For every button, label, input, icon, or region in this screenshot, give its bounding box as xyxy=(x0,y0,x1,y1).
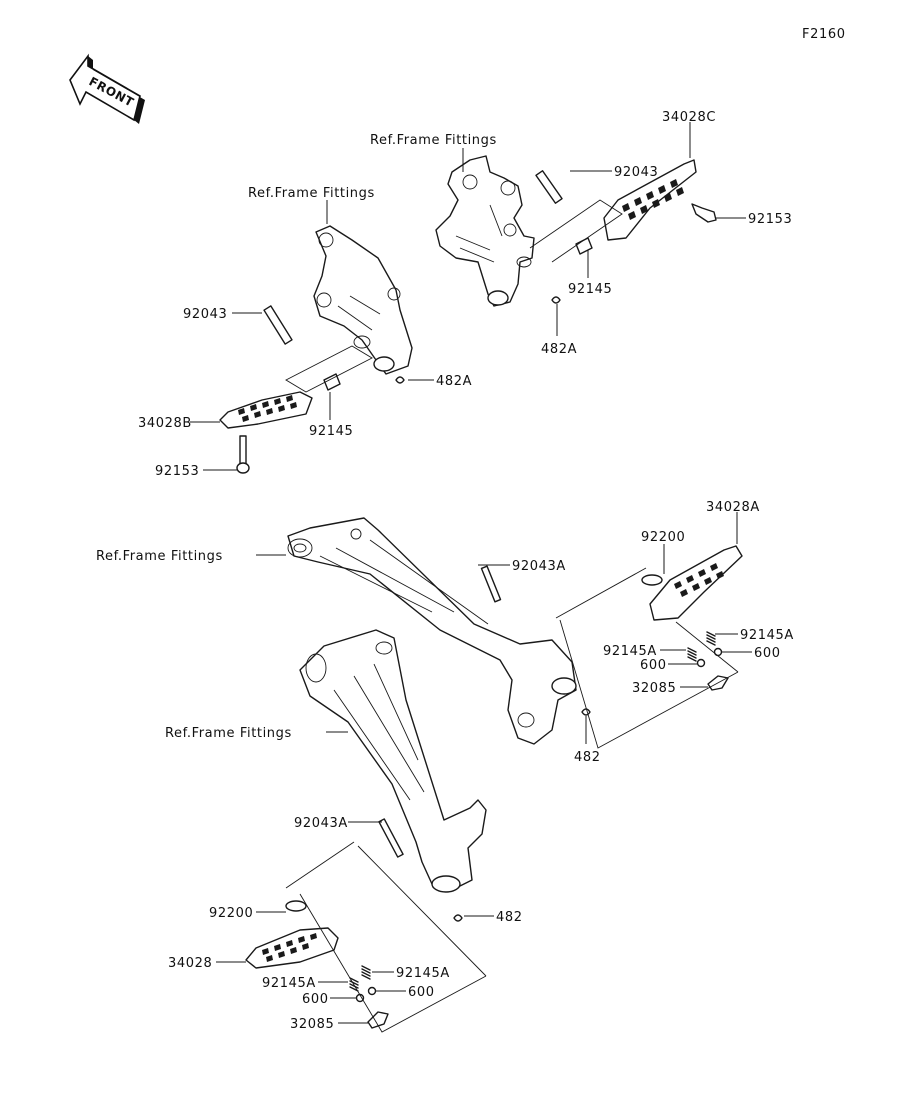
label-482A-right: 482A xyxy=(541,342,577,357)
label-92043A-right: 92043A xyxy=(512,559,566,574)
bolt-92153-right xyxy=(691,203,717,223)
label-600-left-1: 600 xyxy=(302,992,329,1007)
label-34028C: 34028C xyxy=(662,110,716,125)
clip-482A-right xyxy=(551,296,561,304)
label-600-left-2: 600 xyxy=(408,985,435,1000)
washer-92200-right xyxy=(641,574,663,586)
pin-92043A-right xyxy=(480,565,502,603)
label-ref-frame-2: Ref.Frame Fittings xyxy=(248,186,375,201)
label-ref-frame-1: Ref.Frame Fittings xyxy=(370,133,497,148)
spring-92145A-right-1 xyxy=(706,631,716,646)
lower-right-bracket xyxy=(287,517,577,745)
label-32085-right: 32085 xyxy=(632,681,676,696)
label-ref-frame-4: Ref.Frame Fittings xyxy=(165,726,292,741)
label-92153-right: 92153 xyxy=(748,212,792,227)
footpeg-34028 xyxy=(245,927,339,969)
spring-92145A-left-2 xyxy=(361,965,371,980)
label-34028B: 34028B xyxy=(138,416,192,431)
label-600-right-1: 600 xyxy=(640,658,667,673)
pin-92043A-left xyxy=(378,818,404,858)
label-92145A-right-2: 92145A xyxy=(740,628,794,643)
label-482A-left: 482A xyxy=(436,374,472,389)
label-92145A-left-2: 92145A xyxy=(396,966,450,981)
label-92145-left: 92145 xyxy=(309,424,353,439)
label-92145A-left-1: 92145A xyxy=(262,976,316,991)
clip-482-right xyxy=(581,708,591,716)
footpeg-34028A xyxy=(649,545,743,621)
front-arrow-icon: FRONT xyxy=(69,53,145,124)
ball-600-left-2 xyxy=(367,986,377,996)
lower-left-bracket xyxy=(299,629,487,893)
label-92043-right: 92043 xyxy=(614,165,658,180)
label-92145-right: 92145 xyxy=(568,282,612,297)
pin-92043-right xyxy=(535,170,563,204)
ball-600-right-1 xyxy=(696,658,706,668)
label-34028: 34028 xyxy=(168,956,212,971)
footpeg-34028B xyxy=(219,391,313,429)
label-34028A: 34028A xyxy=(706,500,760,515)
plate-32085-left xyxy=(367,1011,389,1029)
label-92153-left: 92153 xyxy=(155,464,199,479)
label-32085-left: 32085 xyxy=(290,1017,334,1032)
clip-482A-left xyxy=(395,376,405,384)
label-ref-frame-3: Ref.Frame Fittings xyxy=(96,549,223,564)
upper-left-bracket xyxy=(313,225,413,375)
label-92145A-right-1: 92145A xyxy=(603,644,657,659)
spring-92145-left xyxy=(323,373,341,391)
pin-92043-left xyxy=(263,305,293,345)
label-92043A-left: 92043A xyxy=(294,816,348,831)
spring-92145A-left-1 xyxy=(349,977,359,992)
label-92200-left: 92200 xyxy=(209,906,253,921)
clip-482-left xyxy=(453,914,463,922)
label-482-right: 482 xyxy=(574,750,601,765)
washer-92200-left xyxy=(285,900,307,912)
bolt-92153-left xyxy=(236,435,250,474)
upper-right-bracket xyxy=(435,155,535,307)
spring-92145A-right-2 xyxy=(687,647,697,662)
label-482-left: 482 xyxy=(496,910,523,925)
label-92043-left: 92043 xyxy=(183,307,227,322)
label-600-right-2: 600 xyxy=(754,646,781,661)
figure-code: F2160 xyxy=(802,27,846,42)
label-92200-right: 92200 xyxy=(641,530,685,545)
footpeg-34028C xyxy=(603,159,697,241)
